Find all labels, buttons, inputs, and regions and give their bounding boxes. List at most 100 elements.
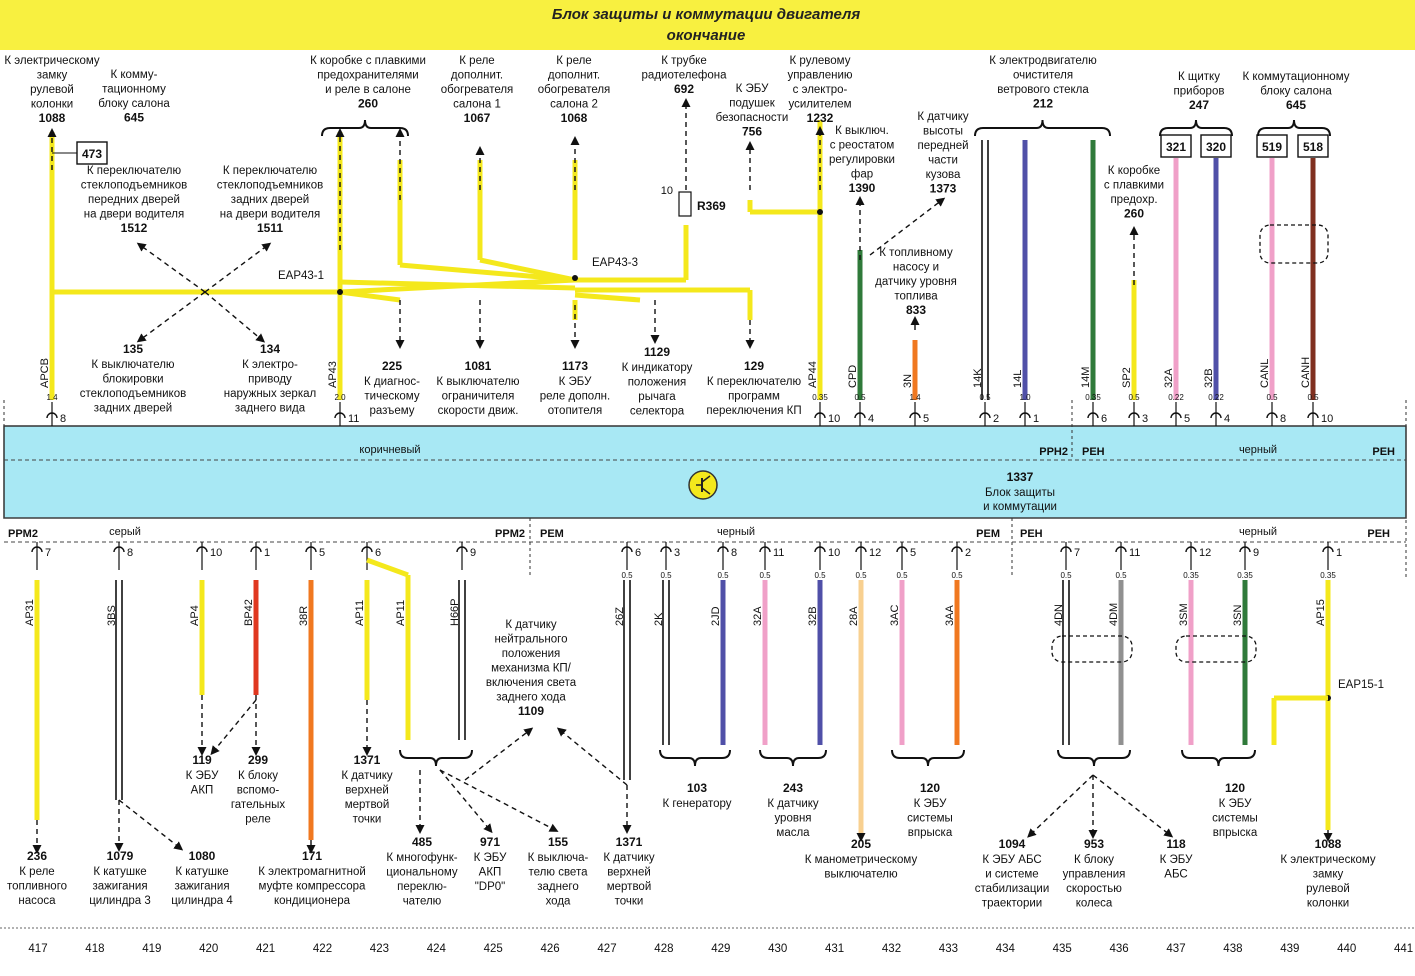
label-line: гательных xyxy=(231,799,286,811)
label-line: селектора xyxy=(630,406,685,418)
wire-code-label: 32A xyxy=(1163,368,1175,388)
label-line: К выключателю xyxy=(91,359,175,371)
label-line: К диагнос- xyxy=(364,376,420,388)
label-number: 833 xyxy=(906,303,926,317)
label-line: масла xyxy=(776,827,810,839)
label-line: рычага xyxy=(638,391,676,403)
label-line: К ЭБУ xyxy=(1160,854,1193,866)
label-number: 1080 xyxy=(189,849,216,863)
wire-gauge-label: 0.5 xyxy=(1266,393,1278,402)
pin-symbol xyxy=(814,412,826,419)
connector-color-peh-top: черный xyxy=(1239,444,1277,456)
label-line: передней xyxy=(917,140,968,152)
pin-symbol xyxy=(621,546,633,553)
label-line: радиотелефона xyxy=(642,70,728,82)
pin-symbol xyxy=(951,546,963,553)
brace-260 xyxy=(321,119,409,137)
pin-number: 1 xyxy=(1033,413,1039,425)
dashed-arrow-38 xyxy=(1092,774,1174,838)
pin-symbol xyxy=(1060,546,1072,553)
label-number: 1371 xyxy=(616,835,643,849)
label-line: К переключателю xyxy=(87,165,182,177)
label-number: 260 xyxy=(358,97,378,111)
pin-number: 6 xyxy=(1101,413,1107,425)
pin-number: 4 xyxy=(1224,413,1230,425)
connector-color-pph2: коричневый xyxy=(359,444,420,456)
connector-name-pph2: PPH2 xyxy=(1039,446,1068,458)
label-number: 692 xyxy=(674,82,694,96)
label-line: К переключателю xyxy=(223,165,318,177)
top-wire-3n: 3N1.45 xyxy=(902,340,929,426)
label-line: К ЭБУ xyxy=(914,798,947,810)
pin-symbol xyxy=(1210,412,1222,419)
wire-gauge-label: 0.5 xyxy=(979,393,991,402)
label-line: стабилизации xyxy=(975,883,1050,895)
label-line: верхней xyxy=(345,785,389,797)
label-line: К трубке xyxy=(661,55,706,67)
transistor-icon xyxy=(688,470,718,500)
pin-number: 8 xyxy=(1280,413,1286,425)
label-number: 485 xyxy=(412,835,432,849)
label-line: салона 2 xyxy=(550,99,598,111)
label-line: траектории xyxy=(982,898,1042,910)
label-line: дополнит. xyxy=(548,70,600,82)
label-line: К ЭБУ xyxy=(559,376,592,388)
box-number: 321 xyxy=(1166,140,1186,154)
label-line: К коробке с плавкими xyxy=(310,55,426,67)
dashed-arrow-22 xyxy=(118,799,184,851)
pin-symbol xyxy=(31,546,43,553)
label-line: безопасности xyxy=(716,112,789,124)
label-line: К ЭБУ xyxy=(1219,798,1252,810)
wire-code-label: 32B xyxy=(807,606,819,626)
brace-120a xyxy=(891,749,965,767)
label-number: 1088 xyxy=(39,111,66,125)
box-number: 519 xyxy=(1262,140,1282,154)
dashed-arrow-14 xyxy=(136,242,206,293)
label-line: К блоку xyxy=(238,770,278,782)
label-line: системы xyxy=(1212,813,1258,825)
label-b1109: К датчикунейтральногоположениямеханизма … xyxy=(486,619,577,718)
ap11-branch xyxy=(366,557,409,578)
connector-box-321: 321 xyxy=(1160,134,1192,158)
wire-code-label: AP43 xyxy=(327,361,339,388)
label-line: фар xyxy=(851,169,873,181)
wire-code-label: AP11 xyxy=(395,600,407,626)
wire-code-label: 2JD xyxy=(710,606,722,626)
label-number: 205 xyxy=(851,837,871,851)
dashed-arrow-33 xyxy=(556,727,628,786)
wire-gauge-label: 0.22 xyxy=(1208,393,1224,402)
label-number: 119 xyxy=(192,753,212,767)
wire-code-label: 3AA xyxy=(944,605,956,626)
label-line: колеса xyxy=(1076,898,1113,910)
relay-r369 xyxy=(678,191,692,217)
label-line: К электрическому xyxy=(4,55,100,67)
wire-gauge-label: 2.0 xyxy=(334,393,346,402)
ruler-mark: 441 xyxy=(1394,943,1413,955)
title-line-2: окончание xyxy=(667,27,746,44)
label-line: К датчику xyxy=(603,852,655,864)
label-line: включения света xyxy=(486,677,577,689)
splice-label-eap15-1: EAP15-1 xyxy=(1338,679,1384,691)
